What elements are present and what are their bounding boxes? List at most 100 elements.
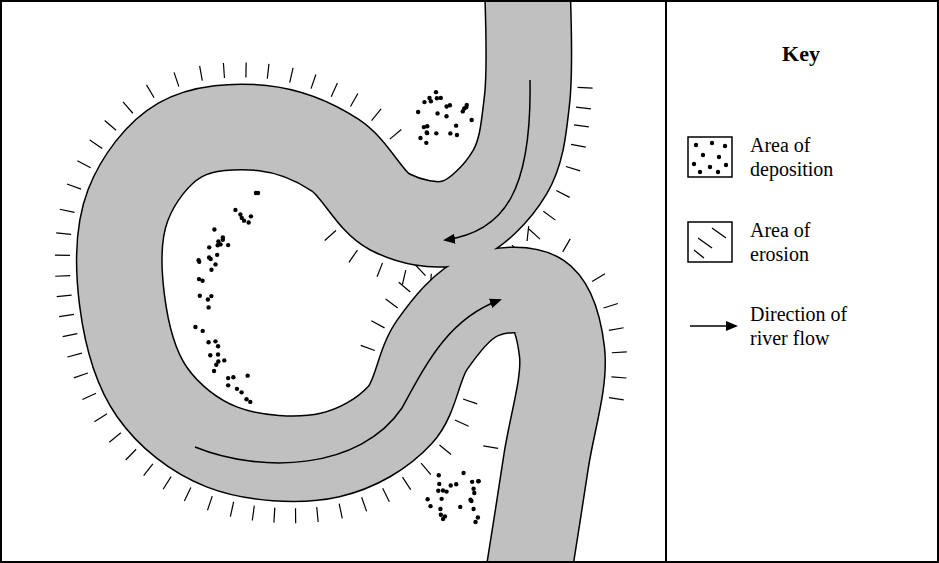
erosion-tick (331, 83, 337, 97)
erosion-tick (200, 66, 203, 81)
deposition-dot (248, 400, 252, 404)
erosion-tick (439, 445, 451, 455)
erosion-swatch (688, 222, 732, 262)
deposition-dot (476, 479, 480, 483)
deposition-dot (435, 111, 439, 115)
deposition-dot (425, 124, 429, 128)
deposition-dot (238, 212, 242, 216)
deposition-dot (208, 353, 212, 357)
deposition-dot (461, 109, 465, 113)
deposition-dot (469, 118, 473, 122)
deposition-dot (443, 514, 447, 518)
deposition-dot (444, 489, 448, 493)
deposition-dot (461, 471, 465, 475)
erosion-tick (63, 334, 78, 337)
erosion-tick (273, 508, 275, 523)
deposition-dot (206, 340, 210, 344)
erosion-tick (147, 85, 155, 98)
deposition-dot (458, 505, 462, 509)
deposition-dot (434, 131, 438, 135)
deposition-dot (472, 491, 476, 495)
erosion-tick (609, 328, 624, 331)
deposition-dot (206, 297, 210, 301)
deposition-dot (244, 397, 248, 401)
deposition-dot (437, 473, 441, 477)
erosion-tick (184, 487, 190, 501)
erosion-tick (163, 477, 171, 490)
deposition-dot (465, 103, 469, 107)
erosion-tick (527, 226, 529, 241)
flow-arrow (195, 300, 500, 463)
erosion-tick (295, 508, 296, 523)
erosion-tick (317, 507, 318, 522)
erosion-tick (362, 497, 367, 511)
erosion-tick (144, 464, 153, 476)
erosion-tick (421, 463, 431, 474)
deposition-dot (425, 497, 429, 501)
deposition-dot (235, 387, 239, 391)
deposition-dot (213, 339, 217, 343)
deposition-dot (471, 487, 475, 491)
deposition-dot (422, 100, 426, 104)
erosion-tick (402, 270, 405, 285)
erosion-tick (59, 314, 74, 316)
erosion-tick (56, 233, 71, 234)
deposition-dot (197, 260, 201, 264)
erosion-tick (123, 102, 133, 113)
flow-swatch (690, 326, 736, 327)
erosion-tick (94, 414, 107, 422)
erosion-tick (612, 351, 627, 353)
deposition-swatch (688, 137, 732, 177)
deposition-dot (436, 489, 440, 493)
deposition-dot (200, 278, 204, 282)
deposition-dot (209, 267, 213, 271)
erosion-tick (290, 68, 293, 83)
deposition-dot (471, 507, 475, 511)
erosion-tick (543, 211, 555, 220)
legend-label: Area of deposition (750, 133, 862, 181)
deposition-dot (212, 227, 216, 231)
deposition-dot (448, 103, 452, 107)
erosion-tick (372, 109, 382, 121)
deposition-dot (435, 96, 439, 100)
deposition-dot (208, 257, 212, 261)
deposition-dot (428, 504, 432, 508)
deposition-dot (449, 483, 453, 487)
erosion-tick (90, 140, 102, 148)
deposition-dot (425, 131, 429, 135)
erosion-tick (402, 477, 410, 490)
erosion-tick (390, 129, 401, 139)
deposition-dot (231, 375, 235, 379)
erosion-tick (67, 184, 81, 189)
erosion-tick (67, 353, 81, 357)
deposition-dot (444, 114, 448, 118)
deposition-dot (454, 123, 458, 127)
erosion-tick (311, 74, 316, 88)
deposition-dot (469, 499, 473, 503)
deposition-dot (206, 305, 210, 309)
flow-arrows (195, 80, 530, 463)
deposition-dot (216, 352, 220, 356)
erosion-tick (377, 263, 382, 277)
erosion-tick (55, 255, 70, 256)
deposition-dot (216, 344, 220, 348)
deposition-dot (215, 253, 219, 257)
deposition-dot (209, 294, 213, 298)
river-water (119, 2, 562, 561)
erosion-tick (483, 446, 498, 448)
erosion-tick (74, 373, 88, 378)
deposition-dot (221, 238, 225, 242)
erosion-tick (576, 107, 591, 109)
deposition-dot (416, 110, 420, 114)
deposition-dot (437, 482, 441, 486)
erosion-tick (455, 420, 469, 426)
erosion-tick (399, 282, 410, 292)
deposition-dot (448, 131, 452, 135)
erosion-tick (574, 125, 589, 127)
erosion-tick (82, 393, 96, 399)
erosion-tick (566, 167, 580, 171)
deposition-dot (226, 383, 230, 387)
erosion-tick (230, 502, 233, 517)
